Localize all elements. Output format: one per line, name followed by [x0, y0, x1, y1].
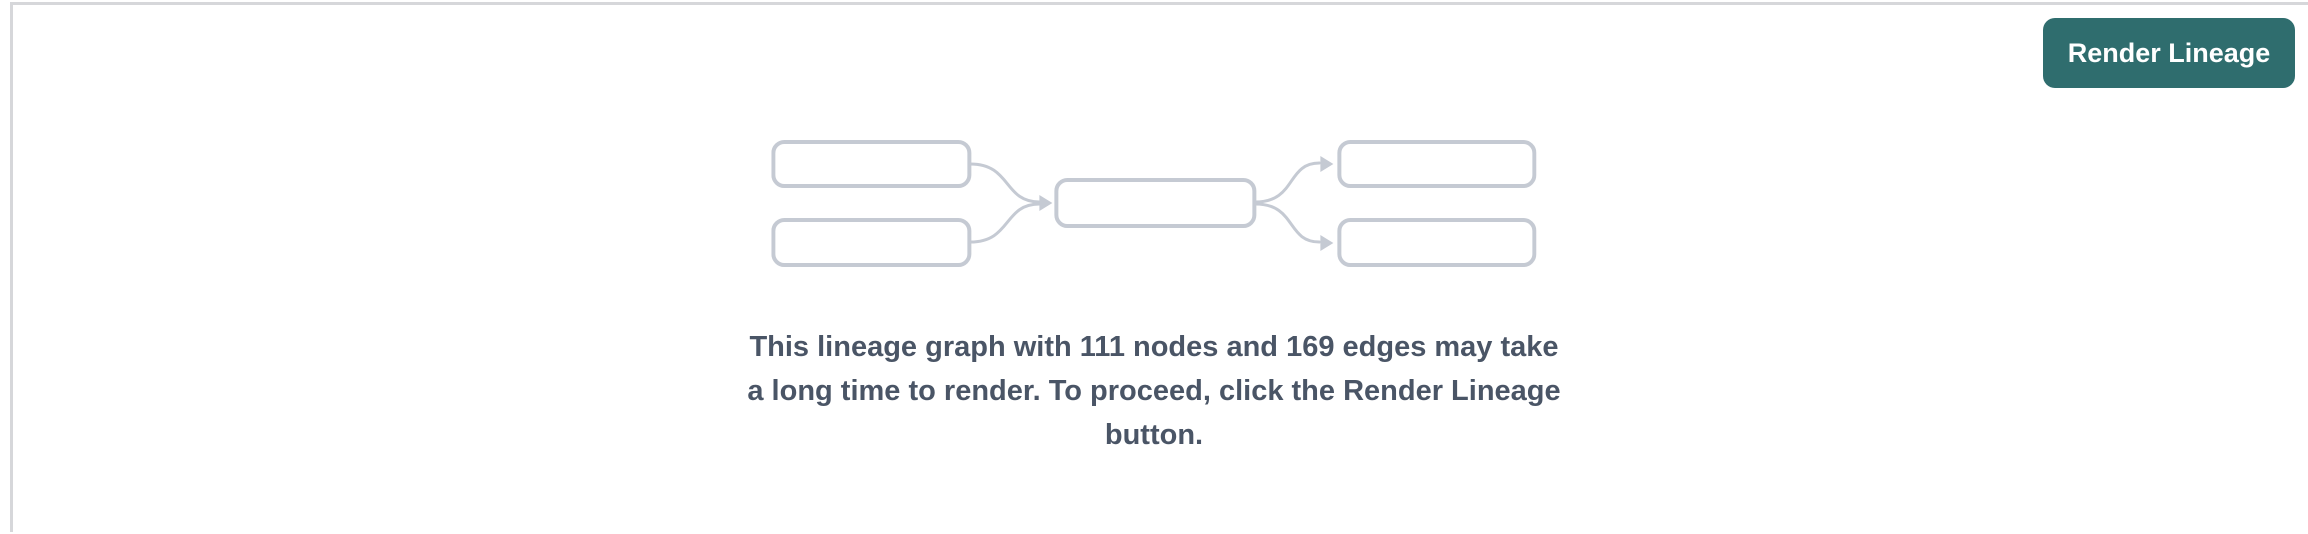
placeholder-node	[771, 218, 972, 267]
placeholder-node	[1337, 218, 1537, 267]
placeholder-edge	[968, 202, 1041, 244]
lineage-warning-line: button.	[1104, 419, 1204, 451]
lineage-graph-icon	[771, 140, 1537, 267]
render-lineage-button[interactable]: Render Lineage	[2043, 18, 2295, 88]
placeholder-node	[1054, 178, 1257, 228]
placeholder-edge	[968, 162, 1041, 204]
lineage-placeholder-content: This lineage graph with 111 nodes and 16…	[747, 140, 1561, 457]
placeholder-arrowhead	[1320, 235, 1334, 251]
lineage-warning-line: a long time to render. To proceed, click…	[747, 375, 1561, 407]
placeholder-arrowhead	[1320, 156, 1334, 172]
pane-resize-handle-top[interactable]	[10, 2, 2308, 5]
placeholder-arrowhead	[1039, 195, 1053, 211]
lineage-warning-message: This lineage graph with 111 nodes and 16…	[747, 325, 1560, 457]
placeholder-node	[771, 140, 972, 188]
placeholder-edge	[1253, 202, 1321, 244]
placeholder-edge	[1253, 161, 1321, 204]
placeholder-node	[1337, 140, 1537, 188]
lineage-warning-line: This lineage graph with 111 nodes and 16…	[749, 331, 1559, 363]
pane-resize-handle-left[interactable]	[10, 2, 13, 532]
